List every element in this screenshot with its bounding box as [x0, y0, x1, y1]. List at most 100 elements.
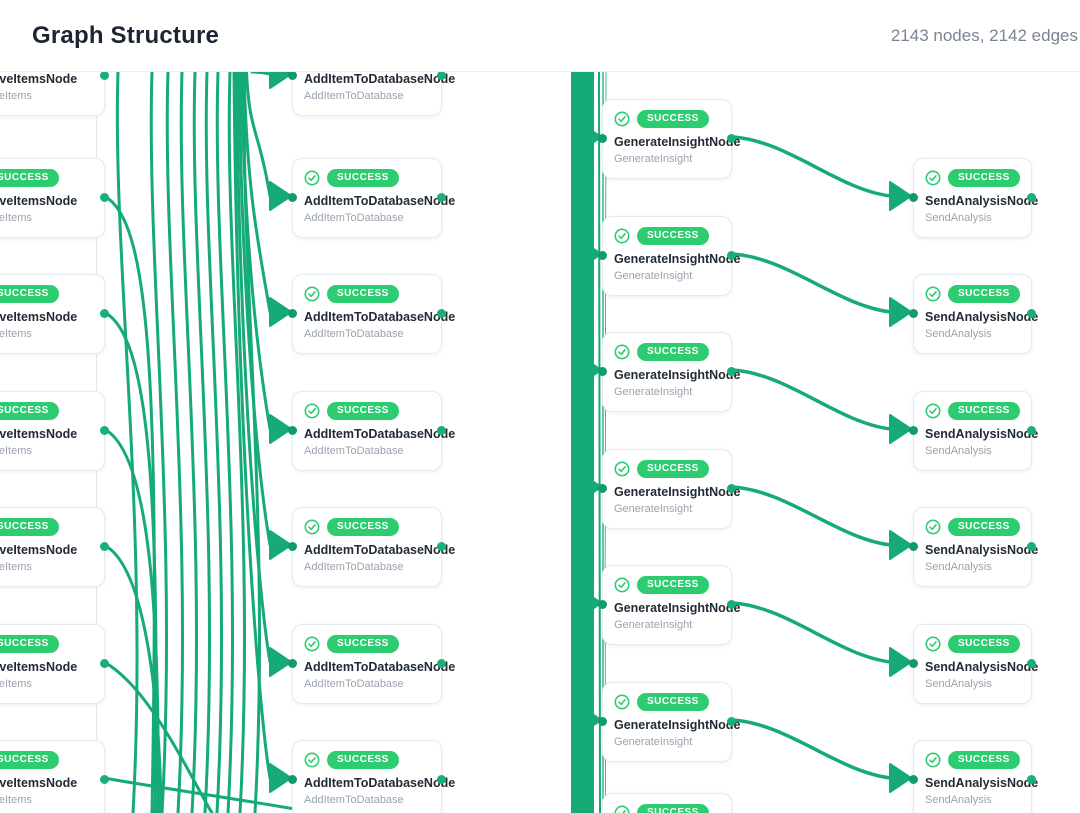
node-status-row: SUCCESS — [614, 693, 720, 711]
input-port[interactable] — [288, 542, 297, 551]
node-subtitle: RetrieveItems — [0, 212, 32, 225]
output-port[interactable] — [437, 426, 446, 435]
input-port[interactable] — [909, 193, 918, 202]
input-port[interactable] — [598, 251, 607, 260]
node-card-retrieve[interactable]: SUCCESSRetrieveItemsNodeRetrieveItems — [0, 740, 109, 813]
node-title: GenerateInsightNode — [614, 718, 741, 732]
input-port[interactable] — [288, 659, 297, 668]
node-title: RetrieveItemsNode — [0, 660, 78, 674]
output-port[interactable] — [1027, 193, 1036, 202]
input-port[interactable] — [598, 367, 607, 376]
output-port[interactable] — [100, 542, 109, 551]
input-port[interactable] — [909, 542, 918, 551]
input-port[interactable] — [909, 659, 918, 668]
node-title: RetrieveItemsNode — [0, 543, 78, 557]
output-port[interactable] — [100, 72, 109, 80]
node-title: SendAnalysisNode — [925, 427, 1039, 441]
input-port[interactable] — [598, 600, 607, 609]
check-circle-icon — [925, 170, 941, 186]
node-status-row: SUCCESS — [614, 460, 720, 478]
output-port[interactable] — [1027, 775, 1036, 784]
input-port[interactable] — [288, 775, 297, 784]
node-status-row: SUCCESS — [0, 169, 93, 187]
graph-canvas[interactable]: SUCCESSRetrieveItemsNodeRetrieveItemsSUC… — [0, 72, 1080, 813]
output-port[interactable] — [100, 659, 109, 668]
output-port[interactable] — [1027, 659, 1036, 668]
output-port[interactable] — [727, 251, 736, 260]
node-card-retrieve[interactable]: SUCCESSRetrieveItemsNodeRetrieveItems — [0, 72, 109, 116]
input-port[interactable] — [598, 134, 607, 143]
node-subtitle: RetrieveItems — [0, 561, 32, 574]
node-card-retrieve[interactable]: SUCCESSRetrieveItemsNodeRetrieveItems — [0, 391, 109, 471]
status-badge: SUCCESS — [327, 635, 399, 653]
node-status-row: SUCCESS — [925, 285, 1020, 303]
output-port[interactable] — [100, 775, 109, 784]
node-status-row: SUCCESS — [0, 635, 93, 653]
node-status-row: SUCCESS — [304, 169, 430, 187]
output-port[interactable] — [100, 193, 109, 202]
output-port[interactable] — [437, 775, 446, 784]
output-port[interactable] — [727, 484, 736, 493]
node-card-add[interactable]: SUCCESSAddItemToDatabaseNodeAddItemToDat… — [288, 72, 456, 116]
node-card-retrieve[interactable]: SUCCESSRetrieveItemsNodeRetrieveItems — [0, 507, 109, 587]
output-port[interactable] — [437, 659, 446, 668]
output-port[interactable] — [1027, 309, 1036, 318]
node-title: AddItemToDatabaseNode — [304, 660, 456, 674]
node-status-row: SUCCESS — [0, 751, 93, 769]
output-port[interactable] — [100, 426, 109, 435]
output-port[interactable] — [727, 600, 736, 609]
output-port[interactable] — [437, 542, 446, 551]
input-port[interactable] — [909, 309, 918, 318]
status-badge: SUCCESS — [948, 169, 1020, 187]
node-status-row: SUCCESS — [925, 635, 1020, 653]
node-subtitle: AddItemToDatabase — [304, 90, 404, 103]
output-port[interactable] — [437, 309, 446, 318]
node-status-row: SUCCESS — [304, 402, 430, 420]
output-port[interactable] — [727, 367, 736, 376]
input-port[interactable] — [909, 426, 918, 435]
input-port[interactable] — [909, 775, 918, 784]
input-port[interactable] — [598, 717, 607, 726]
node-title: AddItemToDatabaseNode — [304, 72, 456, 86]
output-port[interactable] — [437, 72, 446, 80]
input-port[interactable] — [288, 72, 297, 80]
output-port[interactable] — [100, 309, 109, 318]
node-card-retrieve[interactable]: SUCCESSRetrieveItemsNodeRetrieveItems — [0, 158, 109, 238]
input-port[interactable] — [598, 484, 607, 493]
output-port[interactable] — [1027, 426, 1036, 435]
node-status-row: SUCCESS — [925, 169, 1020, 187]
node-card-retrieve[interactable]: SUCCESSRetrieveItemsNodeRetrieveItems — [0, 274, 109, 354]
input-port[interactable] — [288, 309, 297, 318]
check-circle-icon — [304, 519, 320, 535]
node-card-retrieve[interactable]: SUCCESSRetrieveItemsNodeRetrieveItems — [0, 624, 109, 704]
output-port[interactable] — [1027, 542, 1036, 551]
output-port[interactable] — [727, 134, 736, 143]
output-port[interactable] — [727, 717, 736, 726]
input-port[interactable] — [288, 426, 297, 435]
output-port[interactable] — [437, 193, 446, 202]
node-status-row: SUCCESS — [614, 576, 720, 594]
graph-stats: 2143 nodes, 2142 edges — [890, 25, 1078, 45]
node-card-insight[interactable]: SUCCESSGenerateInsightNodeGenerateInsigh… — [602, 793, 732, 813]
status-badge: SUCCESS — [0, 169, 59, 187]
input-port[interactable] — [288, 193, 297, 202]
